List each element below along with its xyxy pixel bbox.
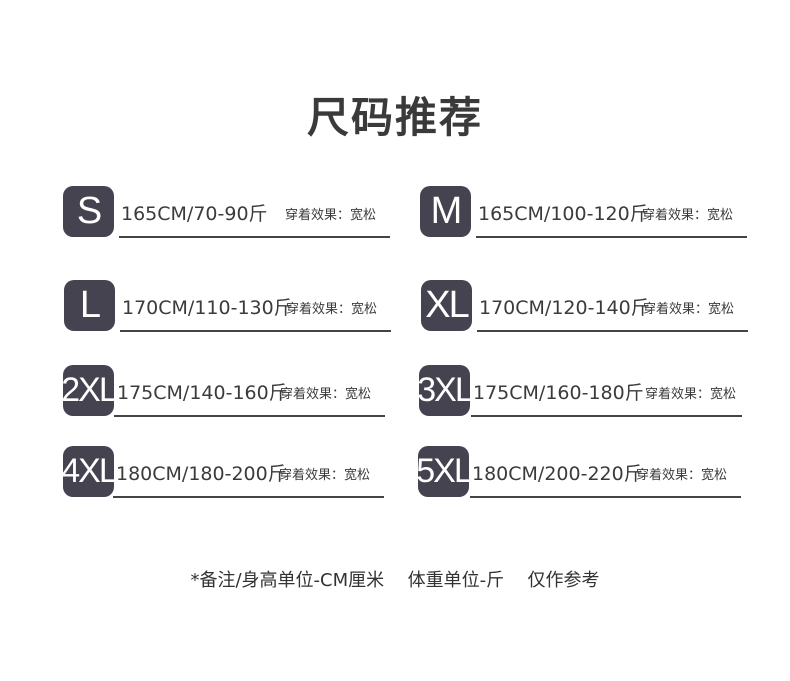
size-badge: 3XL (417, 365, 474, 416)
fit-text: 穿着效果：宽松 (643, 302, 735, 317)
footnote: *备注/身高单位-CM厘米 体重单位-斤 仅作参考 (190, 570, 600, 591)
size-row-5xl: 5XL 180CM/200-220斤 穿着效果：宽松 (416, 446, 748, 498)
size-row-m: M 165CM/100-120斤 穿着效果：宽松 (420, 186, 750, 238)
size-spec: 165CM/70-90斤 (121, 203, 268, 225)
size-row-s: S 165CM/70-90斤 穿着效果：宽松 (63, 186, 393, 238)
size-spec: 170CM/120-140斤 (479, 297, 650, 319)
size-spec: 165CM/100-120斤 (478, 203, 649, 225)
fit-text: 穿着效果：宽松 (645, 387, 737, 402)
size-row-l: L 170CM/110-130斤 穿着效果：宽松 (64, 280, 394, 332)
size-row-3xl: 3XL 175CM/160-180斤 穿着效果：宽松 (417, 365, 749, 417)
divider (477, 330, 748, 332)
fit-text: 穿着效果：宽松 (280, 387, 372, 402)
size-badge: XL (421, 280, 472, 331)
size-spec: 175CM/160-180斤 (473, 382, 644, 404)
divider (471, 415, 742, 417)
size-spec: 180CM/200-220斤 (472, 463, 643, 485)
size-badge: 5XL (416, 446, 473, 497)
fit-text: 穿着效果：宽松 (285, 208, 377, 223)
divider (114, 415, 385, 417)
size-badge: 4XL (61, 446, 118, 497)
divider (120, 330, 391, 332)
size-badge: M (420, 186, 471, 237)
divider (470, 496, 741, 498)
size-badge: 2XL (61, 365, 118, 416)
size-badge: S (63, 186, 114, 237)
size-badge: L (64, 280, 115, 331)
size-row-2xl: 2XL 175CM/140-160斤 穿着效果：宽松 (61, 365, 393, 417)
size-spec: 175CM/140-160斤 (117, 382, 288, 404)
size-spec: 180CM/180-200斤 (116, 463, 287, 485)
size-row-4xl: 4XL 180CM/180-200斤 穿着效果：宽松 (61, 446, 393, 498)
fit-text: 穿着效果：宽松 (279, 468, 371, 483)
fit-text: 穿着效果：宽松 (286, 302, 378, 317)
fit-text: 穿着效果：宽松 (642, 208, 734, 223)
size-row-xl: XL 170CM/120-140斤 穿着效果：宽松 (421, 280, 751, 332)
divider (113, 496, 384, 498)
size-spec: 170CM/110-130斤 (122, 297, 293, 319)
divider (119, 236, 390, 238)
divider (476, 236, 747, 238)
page-title: 尺码推荐 (306, 93, 483, 142)
fit-text: 穿着效果：宽松 (636, 468, 728, 483)
